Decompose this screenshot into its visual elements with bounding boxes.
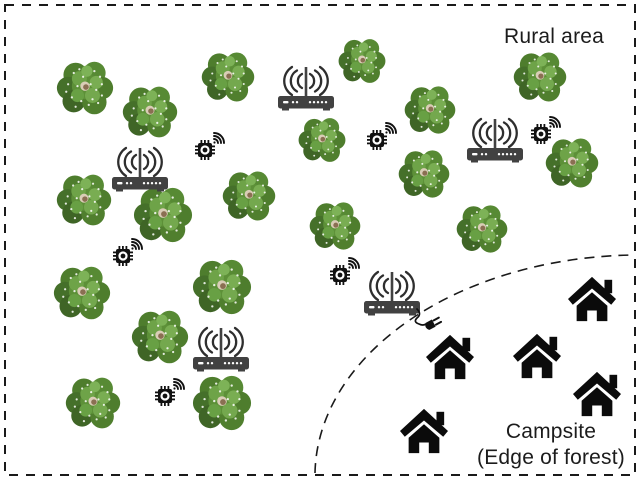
rural-area-label: Rural area xyxy=(503,25,605,48)
tree-icon xyxy=(53,266,111,320)
map-dashed-border xyxy=(4,4,636,476)
iot-sensor-icon xyxy=(366,122,397,151)
tree-icon xyxy=(398,150,450,198)
house-icon xyxy=(513,333,561,379)
wifi-router-icon xyxy=(276,65,336,112)
tree-icon xyxy=(545,138,599,188)
campsite-boundary-arc xyxy=(314,254,636,474)
tree-icon xyxy=(56,61,114,115)
tree-icon xyxy=(133,187,193,243)
wifi-router-icon xyxy=(110,146,170,193)
iot-sensor-icon xyxy=(329,257,360,286)
wifi-router-icon xyxy=(465,117,525,164)
wifi-router-icon xyxy=(191,326,251,373)
tree-icon xyxy=(201,52,255,102)
power-plug-icon xyxy=(414,308,444,332)
iot-sensor-icon xyxy=(154,378,185,407)
tree-icon xyxy=(192,375,252,431)
house-icon xyxy=(426,334,474,380)
campsite-label-line1: Campsite xyxy=(505,420,597,443)
tree-icon xyxy=(404,86,456,134)
tree-icon xyxy=(65,377,121,429)
tree-icon xyxy=(131,310,189,364)
tree-icon xyxy=(338,39,386,83)
iot-sensor-icon xyxy=(194,132,225,161)
iot-sensor-icon xyxy=(530,116,561,145)
tree-icon xyxy=(122,86,178,138)
house-icon xyxy=(400,408,448,454)
tree-icon xyxy=(298,118,346,162)
house-icon xyxy=(573,371,621,417)
campsite-label-line2: (Edge of forest) xyxy=(477,446,625,469)
iot-sensor-icon xyxy=(112,238,143,267)
campsite-label: Campsite (Edge of forest) xyxy=(477,419,625,471)
wifi-router-icon xyxy=(362,270,422,317)
tree-icon xyxy=(456,205,508,253)
tree-icon xyxy=(222,171,276,221)
tree-icon xyxy=(309,202,361,250)
tree-icon xyxy=(513,52,567,102)
house-icon xyxy=(568,276,616,322)
tree-icon xyxy=(192,259,252,315)
tree-icon xyxy=(56,174,112,226)
